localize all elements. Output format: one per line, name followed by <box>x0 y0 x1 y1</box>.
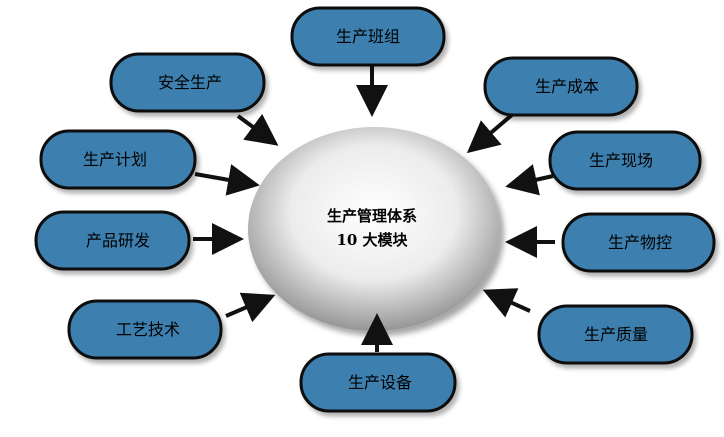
module-quality: 生产质量 <box>537 304 694 365</box>
module-plan-box <box>39 129 197 190</box>
arrows <box>193 66 555 352</box>
module-plan: 生产计划 <box>39 129 197 190</box>
arrow-quality <box>482 288 531 318</box>
module-material-label: 生产物控 <box>608 233 672 252</box>
module-team: 生产班组 <box>290 6 446 67</box>
module-tech-box <box>67 299 223 360</box>
center-title: 生产管理体系 <box>327 207 417 225</box>
module-cost: 生产成本 <box>483 56 639 117</box>
arrow-tech <box>225 292 276 323</box>
module-rnd: 产品研发 <box>34 210 191 271</box>
module-team-box <box>290 6 446 67</box>
module-cost-box <box>483 56 639 117</box>
module-site: 生产现场 <box>548 130 702 191</box>
module-material-box <box>561 212 716 273</box>
module-cost-label: 生产成本 <box>535 77 599 96</box>
module-rnd-label: 产品研发 <box>86 231 150 250</box>
module-equipment-label: 生产设备 <box>348 373 412 392</box>
module-plan-label: 生产计划 <box>83 150 147 169</box>
module-quality-label: 生产质量 <box>584 325 648 344</box>
module-tech: 工艺技术 <box>67 299 223 360</box>
module-safety: 安全生产 <box>109 52 266 113</box>
arrow-cost <box>466 112 515 154</box>
module-equipment: 生产设备 <box>299 352 457 413</box>
center-node: 生产管理体系 10 大模块 <box>248 127 500 331</box>
center-ellipse <box>248 127 500 331</box>
module-site-label: 生产现场 <box>589 151 653 170</box>
center-subtitle: 10 大模块 <box>336 231 408 249</box>
arrow-site <box>505 164 554 196</box>
module-equipment-box <box>299 352 457 413</box>
module-team-label: 生产班组 <box>336 27 400 46</box>
module-site-box <box>548 130 702 191</box>
module-material: 生产物控 <box>561 212 716 273</box>
module-rnd-box <box>34 210 191 271</box>
arrow-safety <box>236 113 279 146</box>
module-quality-box <box>537 304 694 365</box>
module-tech-label: 工艺技术 <box>116 320 180 339</box>
module-safety-box <box>109 52 266 113</box>
arrow-plan <box>194 164 260 196</box>
module-safety-label: 安全生产 <box>158 73 222 92</box>
